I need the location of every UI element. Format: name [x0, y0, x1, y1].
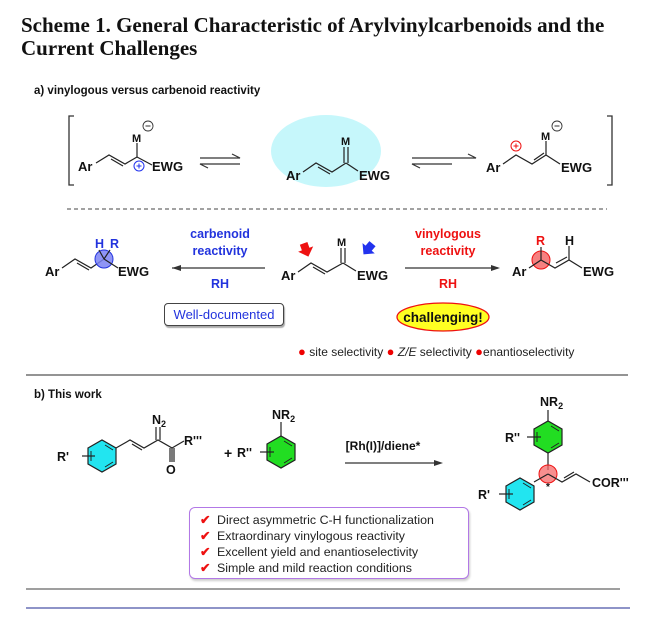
- challenging-badge: [396, 302, 490, 332]
- challenging-text: challenging!: [403, 310, 483, 325]
- r-triple-prime-label: R''': [184, 434, 202, 448]
- benefit-item: ✔ Extraordinary vinylogous reactivity: [200, 528, 405, 543]
- r-prime-label: R': [57, 450, 69, 464]
- minus-charge-icon: [551, 120, 563, 132]
- benefit-text: Extraordinary vinylogous reactivity: [217, 529, 406, 543]
- r-double-prime-label: R'': [237, 446, 252, 460]
- minus-charge-icon: [142, 120, 154, 132]
- m-label: M: [132, 133, 141, 145]
- bond-chain: [95, 154, 138, 165]
- check-icon: ✔: [200, 513, 211, 527]
- resonance-left-structure: Ar M EWG: [78, 120, 183, 174]
- red-arrow-icon: [298, 242, 314, 257]
- well-documented-badge: Well-documented: [164, 303, 284, 326]
- h-label: H: [565, 234, 574, 248]
- double-bond-m: [343, 147, 349, 163]
- o-label: O: [166, 463, 176, 477]
- vinylogous-product: Ar R H EWG: [512, 234, 614, 279]
- diazo-reactant: R' N2 R''' O: [57, 413, 202, 477]
- nr2-label: NR2: [540, 395, 563, 411]
- carbenoid-label-2: reactivity: [193, 244, 248, 258]
- ewg-label: EWG: [583, 264, 614, 279]
- ar-label: Ar: [512, 264, 526, 279]
- ewg-label: EWG: [561, 160, 592, 175]
- ar-label: Ar: [78, 159, 92, 174]
- bullet-icon: ●: [298, 344, 306, 359]
- resonance-right-structure: Ar M EWG: [486, 120, 592, 175]
- bullet-icon: ●: [475, 344, 484, 359]
- blue-arrow-icon: [362, 241, 376, 255]
- right-bracket: [607, 115, 613, 186]
- plus-charge-icon: [510, 140, 522, 152]
- equilibrium-arrow-2: [411, 153, 477, 169]
- plus-sign: +: [224, 445, 232, 461]
- vinylogous-label: vinylogous: [415, 227, 481, 241]
- scheme-title: Scheme 1. General Characteristic of Aryl…: [21, 13, 605, 60]
- benefit-item: ✔ Direct asymmetric C-H functionalization: [200, 512, 434, 527]
- selectivity-item: selectivity: [416, 345, 472, 359]
- aniline-reactant: NR2 R'': [237, 408, 296, 469]
- section-a-label: a) vinylogous versus carbenoid reactivit…: [34, 85, 261, 97]
- m-label: M: [541, 131, 550, 143]
- selectivity-item: site selectivity: [309, 345, 384, 359]
- m-label: M: [341, 136, 350, 148]
- section-b-label: b) This work: [34, 389, 102, 401]
- selectivity-item: enantioselectivity: [483, 345, 575, 359]
- equilibrium-arrow-1: [199, 153, 241, 169]
- vinylogous-label-2: reactivity: [421, 244, 476, 258]
- nr2-label: NR2: [272, 408, 295, 424]
- left-bracket: [68, 115, 74, 186]
- benefit-item: ✔ Excellent yield and enantioselectivity: [200, 544, 418, 559]
- check-icon: ✔: [200, 529, 211, 543]
- r-double-prime-label: R'': [505, 431, 520, 445]
- product-structure: NR2 R'' * COR''' R': [478, 395, 629, 511]
- carbenoid-product: Ar H R EWG: [45, 237, 149, 279]
- n2-label: N2: [152, 413, 166, 429]
- rh-label: RH: [211, 277, 229, 291]
- highlight-ellipse: [271, 115, 381, 187]
- check-icon: ✔: [200, 561, 211, 575]
- benefit-text: Direct asymmetric C-H functionalization: [217, 513, 434, 527]
- ar-label: Ar: [281, 268, 295, 283]
- m-label: M: [337, 237, 346, 249]
- benefit-text: Excellent yield and enantioselectivity: [217, 545, 419, 559]
- benefit-text: Simple and mild reaction conditions: [217, 561, 412, 575]
- conditions-label: [Rh(I)]/diene*: [346, 439, 421, 453]
- rh-label: RH: [439, 277, 457, 291]
- bond-ewg: [136, 156, 153, 166]
- selectivity-list: ● site selectivity ● Z/E selectivity ●en…: [298, 344, 574, 359]
- ar-label: Ar: [486, 160, 500, 175]
- benefits-box: ✔ Direct asymmetric C-H functionalization…: [189, 507, 469, 579]
- ar-label: Ar: [286, 168, 300, 183]
- h-label: H: [95, 237, 104, 251]
- r-label: R: [536, 234, 545, 248]
- ewg-label: EWG: [152, 159, 183, 174]
- r-label: R: [110, 237, 119, 251]
- resonance-center-structure: Ar M EWG: [286, 136, 390, 183]
- check-icon: ✔: [200, 545, 211, 559]
- ewg-label: EWG: [118, 264, 149, 279]
- carbenoid-label: carbenoid: [190, 227, 250, 241]
- ewg-label: EWG: [357, 268, 388, 283]
- arylvinylcarbenoid-structure: Ar M EWG: [281, 237, 388, 283]
- cor-label: COR''': [592, 476, 629, 490]
- bullet-icon: ●: [386, 344, 395, 359]
- plus-charge-icon: [133, 160, 145, 172]
- selectivity-item-italic: Z/E: [397, 345, 417, 359]
- stereo-star: *: [546, 482, 550, 493]
- r-prime-label: R': [478, 488, 490, 502]
- double-bond: [110, 158, 124, 167]
- ewg-label: EWG: [359, 168, 390, 183]
- benefit-item: ✔ Simple and mild reaction conditions: [200, 560, 412, 575]
- ar-label: Ar: [45, 264, 59, 279]
